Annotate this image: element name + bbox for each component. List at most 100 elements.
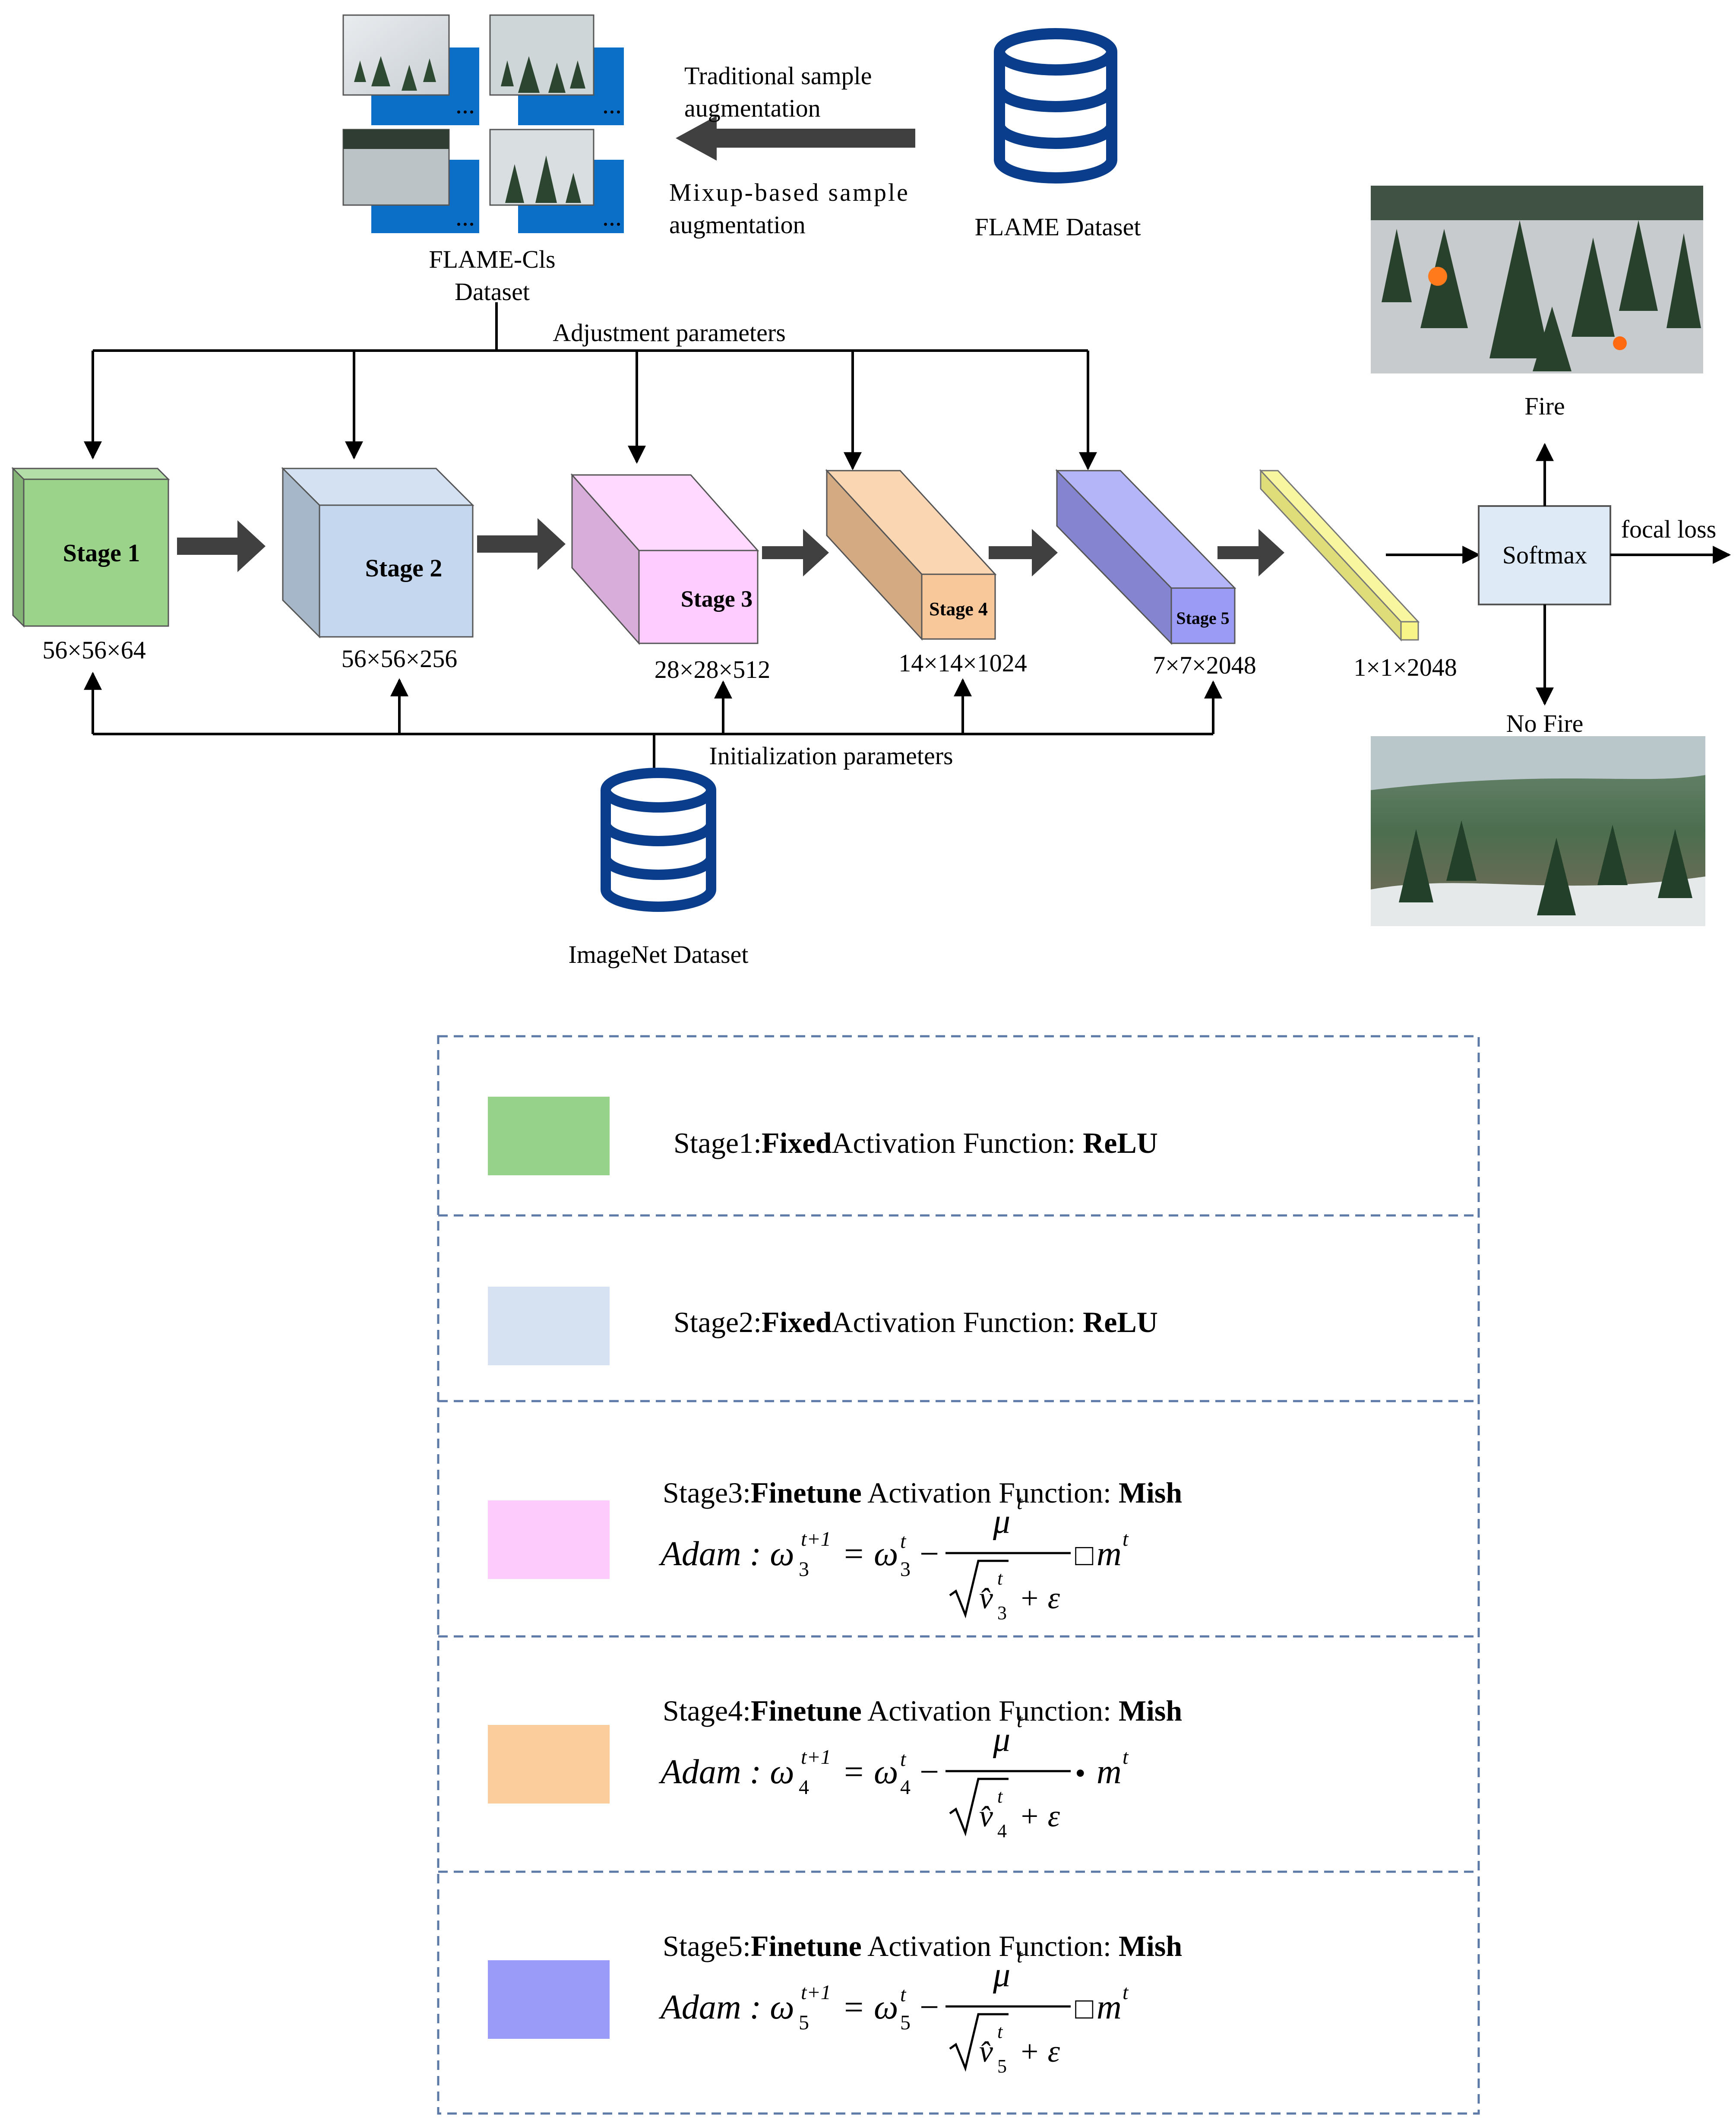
svg-text:t: t [1017,1944,1023,1967]
svg-text:t: t [997,1568,1003,1589]
mixup-augmentation-label: augmentation [669,211,806,239]
svg-text:3: 3 [997,1602,1007,1623]
thumb-ellipsis: ... [602,90,622,119]
svg-text:= ω: = ω [842,1988,898,2026]
traditional-augmentation-label: augmentation [684,94,821,122]
svg-text:5: 5 [997,2056,1007,2077]
svg-text:v̂: v̂ [979,1799,993,1833]
svg-text:t+1: t+1 [801,1981,831,2004]
stage-2-block: Stage 2 [281,467,474,639]
stage-5-block: Stage 5 [1055,469,1236,645]
svg-text:= ω: = ω [842,1535,898,1573]
legend-swatch [488,1287,610,1365]
flame-cls-label: Dataset [455,278,530,306]
initialization-parameters-label: Initialization parameters [709,742,953,770]
legend-row-text: Stage1:FixedActivation Function: ReLU [674,1126,1158,1159]
stage-1-block: Stage 1 [11,467,170,628]
no-fire-label: No Fire [1506,709,1584,737]
initialization-bus [84,671,1222,769]
svg-text:−: − [920,1535,939,1573]
stage-dims: 14×14×1024 [898,649,1027,677]
softmax-label: Softmax [1502,541,1587,569]
svg-text:+ ε: + ε [1019,1799,1060,1833]
database-icon [994,28,1117,184]
augmentation-arrow [676,116,915,161]
flame-dataset-label: FLAME Dataset [975,213,1141,241]
svg-text:= ω: = ω [842,1753,898,1791]
svg-text:3: 3 [799,1558,809,1581]
svg-text:t: t [900,1983,907,2006]
svg-text:−: − [920,1988,939,2026]
svg-text:v̂: v̂ [979,2034,993,2069]
svg-text:Adam : ω: Adam : ω [658,1753,794,1791]
focal-loss-label: focal loss [1621,515,1717,543]
svg-text:+ ε: + ε [1019,2034,1060,2069]
svg-text:Adam : ω: Adam : ω [658,1988,794,2026]
legend-row-text: Stage3:Finetune Activation Function: Mis… [663,1476,1182,1509]
svg-text:•: • [1075,1757,1086,1790]
svg-text:t+1: t+1 [801,1746,831,1769]
svg-text:□: □ [1075,1539,1093,1572]
svg-text:4: 4 [997,1820,1007,1842]
svg-text:t: t [1123,1981,1129,2004]
svg-text:5: 5 [799,2011,809,2034]
svg-text:m: m [1097,1988,1122,2026]
legend-swatch [488,1725,610,1804]
svg-text:t: t [900,1530,907,1553]
stage-label: Stage 1 [63,539,140,567]
fc-layer-bar [1259,469,1420,642]
svg-text:t: t [900,1748,907,1771]
thumb-ellipsis: ... [455,203,475,231]
thumb-ellipsis: ... [455,90,475,119]
legend-panel [437,1035,1480,2115]
svg-text:4: 4 [799,1776,809,1799]
svg-text:t: t [1017,1491,1023,1514]
svg-text:3: 3 [900,1558,911,1581]
stage-dims: 56×56×256 [342,645,457,673]
svg-text:t: t [997,1786,1003,1807]
legend-row-text: Stage5:Finetune Activation Function: Mis… [663,1930,1182,1962]
svg-text:m: m [1097,1535,1122,1573]
legend-swatch [488,1097,610,1175]
stage-dims: 56×56×64 [42,636,145,664]
svg-text:4: 4 [900,1776,911,1799]
svg-text:5: 5 [900,2011,911,2034]
legend-row-text: Stage4:Finetune Activation Function: Mis… [663,1694,1182,1727]
flame-cls-label: FLAME-Cls [429,245,555,273]
flow-arrows [177,518,1284,576]
svg-text:μ: μ [993,1721,1010,1759]
stage-label: Stage 2 [365,554,443,582]
stage-4-block: Stage 4 [825,469,997,641]
svg-text:t+1: t+1 [801,1528,831,1550]
svg-text:t: t [1123,1528,1129,1550]
traditional-augmentation-label: Traditional sample [684,62,872,90]
adjustment-parameters-label: Adjustment parameters [553,319,786,347]
svg-text:−: − [920,1753,939,1791]
legend-swatch [488,1960,610,2039]
svg-text:□: □ [1075,1992,1093,2025]
adjustment-bus [84,302,1097,471]
stage-label: Stage 3 [681,586,753,612]
legend-row-text: Stage2:FixedActivation Function: ReLU [674,1306,1158,1338]
stage-dims: 7×7×2048 [1153,651,1256,679]
stage-label: Stage 4 [929,598,988,620]
flame-cls-thumbnails: ... ... ... ... [342,14,624,233]
svg-text:m: m [1097,1753,1122,1791]
svg-text:v̂: v̂ [979,1581,993,1615]
imagenet-dataset-label: ImageNet Dataset [568,940,748,968]
fire-image [1371,186,1703,373]
svg-text:t: t [1017,1709,1023,1732]
database-icon [601,768,716,912]
thumb-ellipsis: ... [602,203,622,231]
stage-dims: 28×28×512 [655,655,770,683]
mixup-augmentation-label: Mixup-based sample [669,178,910,206]
stage-3-block: Stage 3 [570,473,759,645]
svg-text:t: t [1123,1746,1129,1769]
fc-dims: 1×1×2048 [1353,653,1457,681]
legend-swatch [488,1500,610,1579]
svg-text:μ: μ [993,1956,1010,1994]
svg-text:μ: μ [993,1503,1010,1541]
